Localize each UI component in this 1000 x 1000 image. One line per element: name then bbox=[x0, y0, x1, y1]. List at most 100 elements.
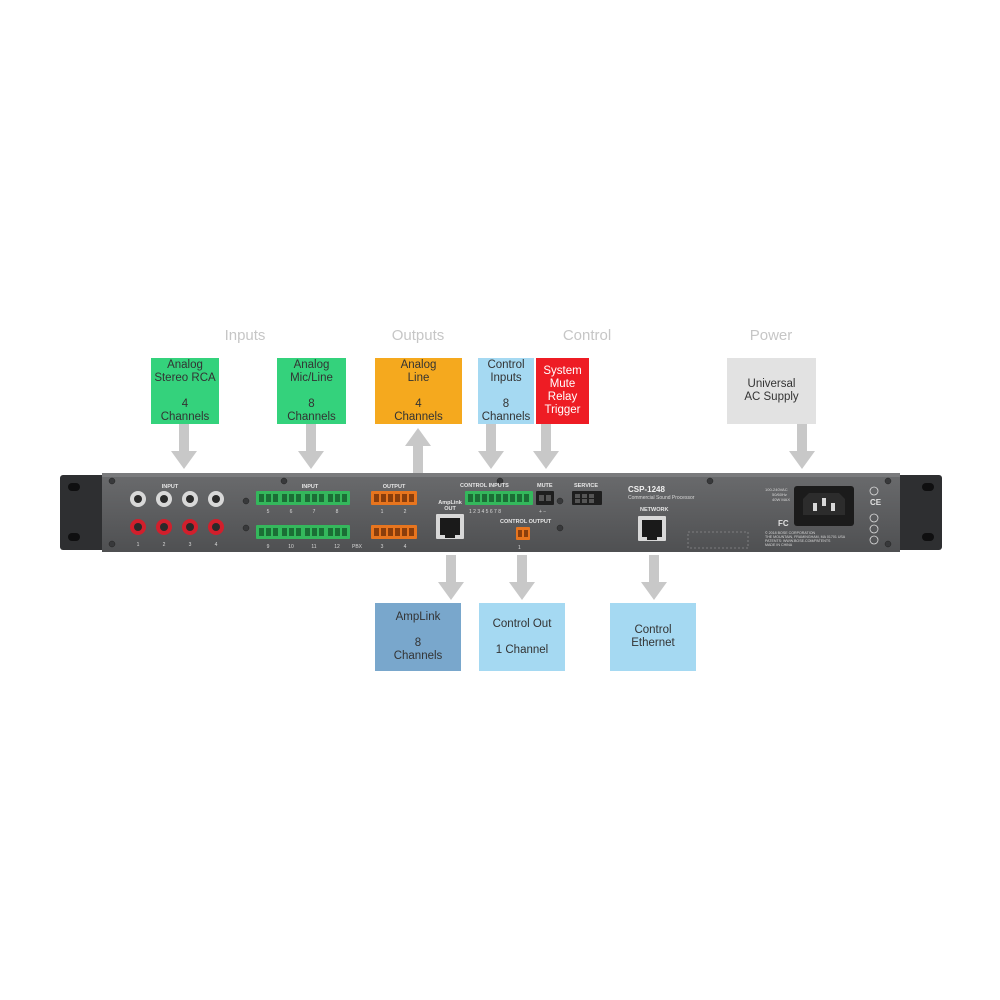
mic-num-8: 8 bbox=[336, 509, 339, 515]
box-text-line: Channels bbox=[287, 410, 336, 423]
copyright-4: MADE IN CHINA bbox=[765, 543, 793, 547]
box-text-line: Universal bbox=[747, 378, 796, 390]
box-text-line: Analog bbox=[167, 358, 203, 371]
model-name: CSP-1248 bbox=[628, 485, 665, 494]
box-text-line: Channels bbox=[160, 410, 210, 423]
mic-num-6: 6 bbox=[290, 509, 293, 515]
control-inputs-label: CONTROL INPUTS bbox=[460, 483, 509, 489]
power-rating-2: 50/60Hz bbox=[772, 492, 787, 497]
mic-terminal-top bbox=[256, 491, 350, 505]
box-text-line: Channels bbox=[393, 650, 443, 662]
category-inputs: Inputs bbox=[224, 327, 266, 344]
rca-num-3: 3 bbox=[189, 542, 192, 548]
mute-label: MUTE bbox=[537, 483, 553, 489]
rca-num-1: 1 bbox=[137, 542, 140, 548]
amplink-label: AmpLink bbox=[438, 500, 462, 506]
box-text-line: 8 bbox=[308, 397, 315, 410]
arrow-control-in-down bbox=[478, 424, 504, 469]
ce-mark: CE bbox=[870, 498, 882, 507]
box-text-line: Control Out bbox=[492, 617, 552, 630]
out-num-4: 4 bbox=[404, 544, 407, 550]
input-mic-label: INPUT bbox=[302, 484, 319, 490]
control-out-box: Control Out 1 Channel bbox=[479, 603, 565, 671]
box-text-line: Channels bbox=[394, 410, 443, 423]
csp-1248-rear-panel: INPUT 1 2 3 4 INPUT 5 6 7 8 9 10 11 12 P… bbox=[60, 473, 942, 552]
box-text-line: 8 bbox=[414, 637, 422, 649]
category-outputs: Outputs bbox=[391, 327, 445, 344]
arrow-control-out-down bbox=[509, 555, 535, 600]
box-text-line: Inputs bbox=[490, 371, 522, 384]
cert-icon-4 bbox=[869, 535, 879, 545]
box-text-line: Trigger bbox=[544, 404, 581, 416]
power-rating-1: 100-240VAC bbox=[765, 487, 788, 492]
box-text-line: Channels bbox=[481, 410, 531, 423]
box-text-line: AmpLink bbox=[395, 611, 441, 623]
box-text-line: Mic/Line bbox=[290, 371, 333, 384]
category-control: Control bbox=[562, 327, 612, 344]
arrow-mic-down bbox=[298, 424, 324, 469]
mic-num-12: 12 bbox=[334, 544, 340, 550]
mic-terminal-bottom bbox=[256, 525, 350, 539]
box-text-line: Line bbox=[407, 371, 430, 384]
rca-jacks bbox=[130, 491, 224, 535]
box-text-line: AC Supply bbox=[744, 391, 799, 403]
chassis bbox=[102, 473, 900, 552]
out-num-2: 2 bbox=[404, 509, 407, 515]
box-text-line: Mute bbox=[549, 378, 576, 390]
box-text-line: 4 bbox=[181, 397, 189, 410]
power-rating-3: 40W MAX bbox=[772, 497, 790, 502]
rca-num-2: 2 bbox=[163, 542, 166, 548]
mic-num-10: 10 bbox=[288, 544, 294, 550]
input-rca-label: INPUT bbox=[162, 484, 179, 490]
box-text-line: 4 bbox=[415, 397, 422, 410]
copyright-1: © 2018 BOSE CORPORATION bbox=[765, 531, 816, 535]
mic-num-7: 7 bbox=[313, 509, 316, 515]
mic-num-5: 5 bbox=[267, 509, 270, 515]
box-text-line: 8 bbox=[502, 397, 510, 410]
arrow-rca-down bbox=[171, 424, 197, 469]
box-text-line: Analog bbox=[293, 358, 330, 371]
box-text-line: Stereo RCA bbox=[154, 371, 216, 384]
cert-icon-1 bbox=[869, 486, 879, 496]
control-output-label: CONTROL OUTPUT bbox=[500, 519, 552, 525]
copyright-3: PATENTS: WWW.BOSE.COM/PATENTS bbox=[765, 539, 831, 543]
rack-ear-right bbox=[896, 475, 942, 550]
box-text-line: System bbox=[543, 365, 582, 377]
out-num-3: 3 bbox=[381, 544, 384, 550]
cert-icon-2 bbox=[869, 513, 879, 523]
control-inputs-numbers: 1 2 3 4 5 6 7 8 bbox=[469, 509, 501, 515]
arrow-power-down bbox=[789, 424, 815, 469]
pbx-label: PBX bbox=[352, 544, 363, 550]
service-label: SERVICE bbox=[574, 483, 598, 489]
network-label: NETWORK bbox=[640, 507, 668, 513]
cert-icon-3 bbox=[869, 524, 879, 534]
copyright-2: THE MOUNTAIN, FRAMINGHAM, MA 01701 USA bbox=[765, 535, 846, 539]
category-power: Power bbox=[749, 327, 793, 344]
box-text-line: Analog bbox=[400, 358, 437, 371]
control-output-number: 1 bbox=[518, 545, 521, 551]
mic-num-9: 9 bbox=[267, 544, 270, 550]
arrow-amplink-down bbox=[438, 555, 464, 600]
out-num-1: 1 bbox=[381, 509, 384, 515]
output-label: OUTPUT bbox=[383, 484, 406, 490]
rack-ear-left bbox=[60, 475, 106, 550]
box-text-line: Relay bbox=[547, 391, 578, 403]
label-area bbox=[687, 531, 749, 549]
arrow-mute-down bbox=[533, 424, 559, 469]
box-text-line: Ethernet bbox=[631, 637, 675, 649]
box-text-line: Control bbox=[487, 358, 525, 371]
mute-terminal bbox=[536, 491, 554, 505]
arrow-line-up bbox=[405, 428, 431, 473]
box-text-line: 1 Channel bbox=[495, 643, 549, 656]
mic-num-11: 11 bbox=[311, 544, 316, 550]
arrow-ethernet-down bbox=[641, 555, 667, 600]
